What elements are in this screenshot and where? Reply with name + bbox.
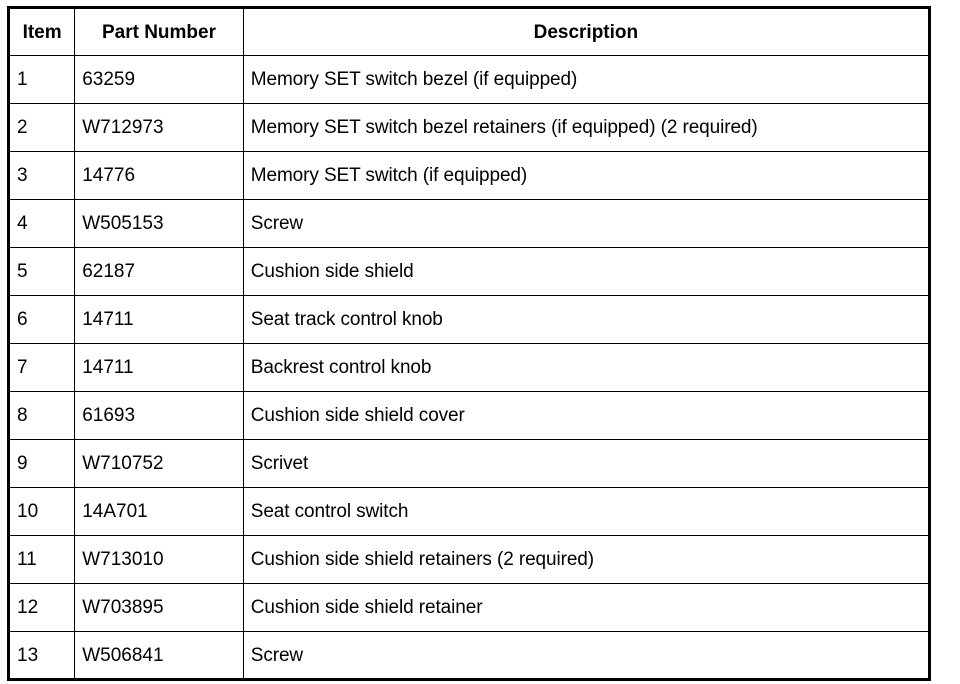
cell-item: 12 [7,583,76,632]
table-row: 3 14776 Memory SET switch (if equipped) [7,151,931,200]
cell-item: 4 [7,199,76,248]
cell-item: 6 [7,295,76,344]
cell-part-number: W712973 [74,103,244,152]
table-row: 5 62187 Cushion side shield [7,247,931,296]
table-body: 1 63259 Memory SET switch bezel (if equi… [7,55,931,680]
cell-item: 5 [7,247,76,296]
cell-part-number: 14776 [74,151,244,200]
cell-part-number: 63259 [74,55,244,104]
cell-description: Memory SET switch bezel (if equipped) [242,55,931,104]
cell-part-number: 14711 [74,343,244,392]
table-row: 9 W710752 Scrivet [7,439,931,488]
table-header: Item Part Number Description [7,7,931,56]
table-header-row: Item Part Number Description [7,7,931,56]
column-header-item: Item [7,7,76,56]
cell-description: Memory SET switch bezel retainers (if eq… [242,103,931,152]
cell-part-number: 14711 [74,295,244,344]
cell-description: Cushion side shield retainers (2 require… [242,535,931,584]
table-row: 7 14711 Backrest control knob [7,343,931,392]
table-row: 4 W505153 Screw [7,199,931,248]
cell-part-number: 61693 [74,391,244,440]
cell-description: Seat track control knob [242,295,931,344]
cell-item: 9 [7,439,76,488]
cell-description: Seat control switch [242,487,931,536]
cell-description: Backrest control knob [242,343,931,392]
cell-description: Cushion side shield retainer [242,583,931,632]
cell-item: 3 [7,151,76,200]
table-row: 1 63259 Memory SET switch bezel (if equi… [7,55,931,104]
cell-part-number: W506841 [74,631,244,680]
cell-part-number: W710752 [74,439,244,488]
parts-list-table: Item Part Number Description 1 63259 Mem… [7,6,931,681]
cell-description: Scrivet [242,439,931,488]
cell-part-number: W713010 [74,535,244,584]
table-row: 6 14711 Seat track control knob [7,295,931,344]
table-row: 10 14A701 Seat control switch [7,487,931,536]
cell-description: Screw [242,631,931,680]
cell-part-number: W703895 [74,583,244,632]
table-row: 11 W713010 Cushion side shield retainers… [7,535,931,584]
table-row: 12 W703895 Cushion side shield retainer [7,583,931,632]
cell-item: 10 [7,487,76,536]
cell-item: 1 [7,55,76,104]
column-header-description: Description [242,7,931,56]
cell-description: Screw [242,199,931,248]
cell-item: 7 [7,343,76,392]
cell-part-number: 14A701 [74,487,244,536]
cell-description: Memory SET switch (if equipped) [242,151,931,200]
cell-description: Cushion side shield [242,247,931,296]
cell-part-number: 62187 [74,247,244,296]
cell-item: 11 [7,535,76,584]
table-row: 2 W712973 Memory SET switch bezel retain… [7,103,931,152]
cell-description: Cushion side shield cover [242,391,931,440]
table-row: 13 W506841 Screw [7,631,931,680]
table-row: 8 61693 Cushion side shield cover [7,391,931,440]
cell-item: 8 [7,391,76,440]
cell-item: 2 [7,103,76,152]
column-header-part-number: Part Number [74,7,244,56]
cell-item: 13 [7,631,76,680]
cell-part-number: W505153 [74,199,244,248]
